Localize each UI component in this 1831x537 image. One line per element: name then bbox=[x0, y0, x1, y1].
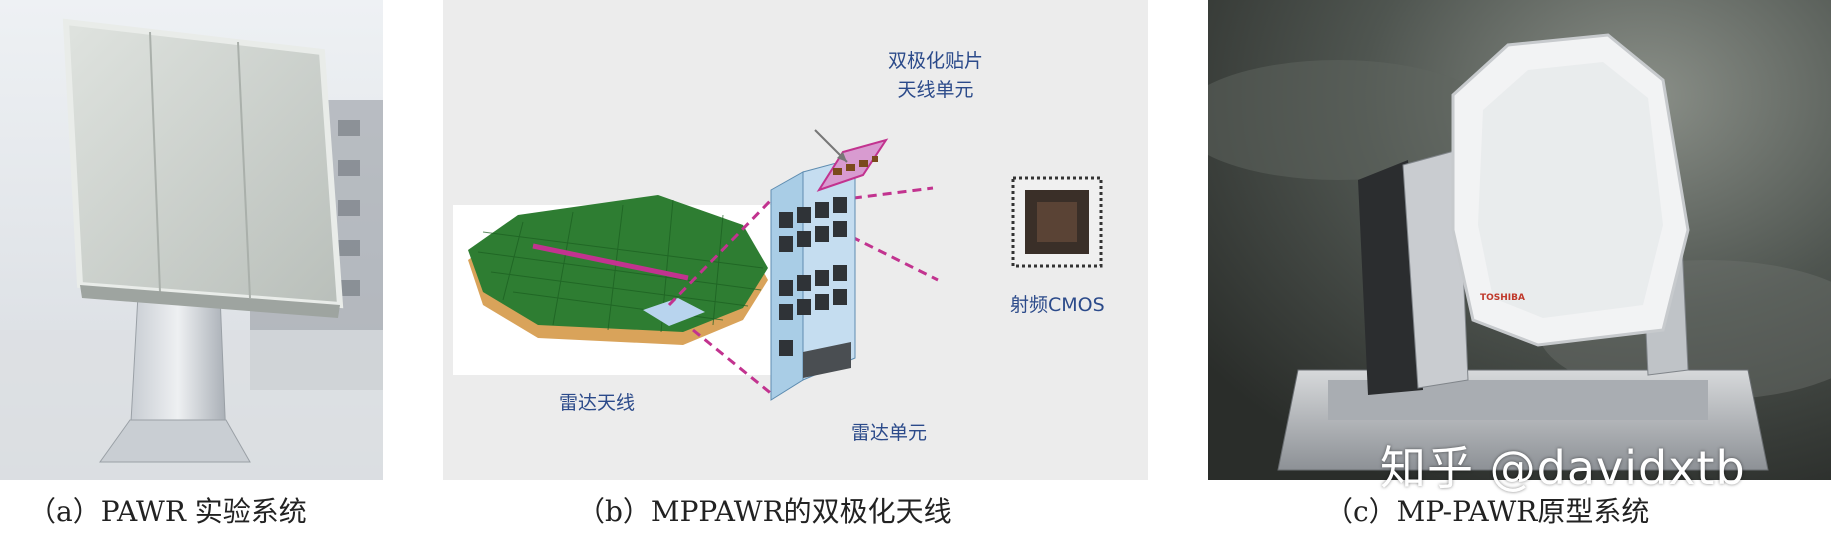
label-radar-unit: 雷达单元 bbox=[851, 422, 928, 444]
label-rf-cmos: 射频CMOS bbox=[1010, 294, 1105, 316]
panel-mp-pawr-photo: TOSHIBA bbox=[1208, 0, 1831, 480]
radar-antenna-array bbox=[468, 195, 768, 345]
radar-unit-board bbox=[770, 129, 889, 401]
brand-mark: TOSHIBA bbox=[1480, 293, 1525, 303]
watermark: 知乎 @davidxtb bbox=[1380, 441, 1746, 495]
panel-pawr-photo bbox=[0, 0, 383, 480]
caption-a: （a）PAWR 实验系统 bbox=[28, 495, 307, 528]
caption-b: （b）MPPAWR的双极化天线 bbox=[577, 495, 952, 528]
caption-c: （c）MP-PAWR原型系统 bbox=[1325, 495, 1650, 528]
label-radar-antenna: 雷达天线 bbox=[559, 392, 636, 414]
antenna-diagram bbox=[443, 0, 1148, 480]
panel-dual-polarized-antenna: 双极化贴片 天线单元 雷达天线 雷达单元 射频CMOS bbox=[443, 0, 1148, 480]
mp-pawr-illustration: TOSHIBA bbox=[1208, 0, 1831, 480]
rf-cmos-chip bbox=[1011, 176, 1103, 268]
pawr-system-illustration bbox=[0, 0, 383, 480]
label-patch-antenna-unit: 双极化贴片 天线单元 bbox=[888, 50, 984, 101]
